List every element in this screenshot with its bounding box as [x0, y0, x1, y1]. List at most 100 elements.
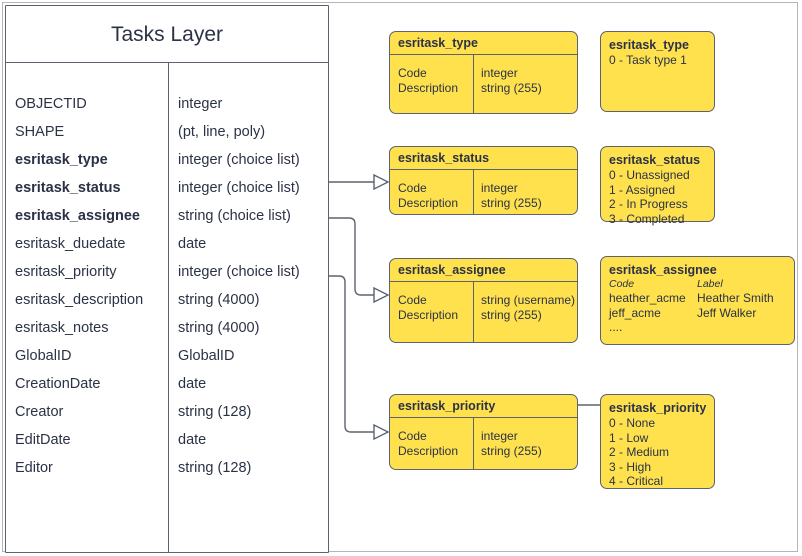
- table-types: integer string (255): [473, 181, 542, 211]
- entity-field-row: esritask_priority integer (choice list): [6, 258, 328, 286]
- field-type: integer: [178, 96, 223, 112]
- table-body: Code Description integer string (255): [390, 55, 577, 113]
- table-column-divider: [473, 55, 475, 113]
- field-name: esritask_description: [15, 292, 144, 308]
- table-row-label: Description: [398, 308, 459, 322]
- table-row-type: string (255): [481, 81, 542, 95]
- table-row-type: string (255): [481, 444, 542, 458]
- field-type: string (4000): [178, 292, 260, 308]
- table-esritask-priority: esritask_priority Code Description integ…: [389, 394, 578, 470]
- domain-value: 4 - Critical: [609, 474, 664, 488]
- domain-value: 2 - Medium: [609, 445, 670, 459]
- field-name: esritask_priority: [15, 264, 117, 280]
- field-name: GlobalID: [15, 348, 72, 364]
- table-row-type: string (255): [481, 196, 542, 210]
- domain-table-row: jeff_acme Jeff Walker: [609, 306, 774, 321]
- table-row-type: integer: [481, 429, 518, 443]
- table-column-divider: [473, 282, 475, 342]
- domain-cell-label: [697, 320, 774, 335]
- domain-esritask-type: esritask_type 0 - Task type 1: [600, 31, 715, 112]
- table-row-type: string (255): [481, 308, 542, 322]
- entity-title: Tasks Layer: [6, 6, 328, 63]
- entity-field-row: OBJECTID integer: [6, 90, 328, 118]
- table-labels: Code Description: [390, 293, 473, 323]
- field-name: esritask_type: [15, 152, 108, 168]
- table-row-type: integer: [481, 66, 518, 80]
- domain-title: esritask_assignee: [609, 263, 717, 277]
- domain-value-table: Code Label heather_acme Heather Smith je…: [609, 278, 774, 335]
- table-row-label: Description: [398, 81, 459, 95]
- domain-cell-code: heather_acme: [609, 291, 686, 305]
- table-title: esritask_status: [390, 147, 577, 170]
- table-row-type: string (username): [481, 293, 576, 307]
- field-name: Editor: [15, 460, 53, 476]
- field-name: Creator: [15, 404, 64, 420]
- entity-field-row: CreationDate date: [6, 370, 328, 398]
- table-column-divider: [473, 170, 475, 214]
- table-labels: Code Description: [390, 181, 473, 211]
- domain-cell-label: Heather Smith: [697, 291, 774, 305]
- table-body: Code Description integer string (255): [390, 418, 577, 469]
- table-title: esritask_type: [390, 32, 577, 55]
- domain-cell-code: ....: [609, 320, 623, 334]
- field-type: string (choice list): [178, 208, 291, 224]
- field-name: esritask_duedate: [15, 236, 126, 252]
- entity-body: OBJECTID integer SHAPE (pt, line, poly) …: [6, 63, 328, 552]
- entity-field-row: EditDate date: [6, 426, 328, 454]
- field-name: EditDate: [15, 432, 71, 448]
- domain-esritask-priority: esritask_priority 0 - None 1 - Low 2 - M…: [600, 394, 715, 489]
- table-esritask-type: esritask_type Code Description integer s…: [389, 31, 578, 114]
- domain-table-header-row: Code Label: [609, 278, 774, 291]
- domain-table-row: heather_acme Heather Smith: [609, 291, 774, 306]
- field-name: esritask_notes: [15, 320, 109, 336]
- table-columns: Code Description string (username) strin…: [390, 282, 577, 323]
- domain-value: 0 - Task type 1: [609, 53, 687, 67]
- domain-value: 3 - Completed: [609, 211, 685, 226]
- domain-title: esritask_type: [609, 38, 689, 52]
- domain-value: 2 - In Progress: [609, 197, 688, 211]
- table-title: esritask_priority: [390, 395, 577, 418]
- table-row-label: Description: [398, 196, 459, 210]
- entity-field-row: esritask_assignee string (choice list): [6, 202, 328, 230]
- entity-field-row: GlobalID GlobalID: [6, 342, 328, 370]
- entity-field-row: esritask_status integer (choice list): [6, 174, 328, 202]
- entity-column-divider: [168, 63, 169, 552]
- table-row-label: Code: [398, 429, 427, 443]
- table-row-label: Code: [398, 293, 427, 307]
- domain-value: 0 - Unassigned: [609, 168, 690, 182]
- entity-field-row: esritask_type integer (choice list): [6, 146, 328, 174]
- domain-header-code: Code: [609, 278, 635, 290]
- table-types: integer string (255): [473, 429, 542, 459]
- entity-field-row: esritask_duedate date: [6, 230, 328, 258]
- domain-cell-label: Jeff Walker: [697, 305, 757, 320]
- field-name: SHAPE: [15, 124, 65, 140]
- domain-header-label: Label: [697, 278, 723, 290]
- entity-field-list: OBJECTID integer SHAPE (pt, line, poly) …: [6, 63, 328, 482]
- table-row-type: integer: [481, 181, 518, 195]
- field-type: date: [178, 376, 207, 392]
- table-row-label: Description: [398, 444, 459, 458]
- field-type: date: [178, 236, 207, 252]
- field-type: string (4000): [178, 320, 260, 336]
- table-labels: Code Description: [390, 429, 473, 459]
- domain-esritask-assignee: esritask_assignee Code Label heather_acm…: [600, 256, 795, 345]
- field-name: CreationDate: [15, 376, 101, 392]
- domain-table-row: ....: [609, 320, 774, 335]
- domain-esritask-status: esritask_status 0 - Unassigned 1 - Assig…: [600, 146, 715, 226]
- field-name: OBJECTID: [15, 96, 87, 112]
- domain-cell-code: jeff_acme: [609, 305, 661, 320]
- domain-value: 0 - None: [609, 416, 656, 430]
- table-types: integer string (255): [473, 66, 542, 96]
- entity-field-row: esritask_description string (4000): [6, 286, 328, 314]
- entity-field-row: Creator string (128): [6, 398, 328, 426]
- table-labels: Code Description: [390, 66, 473, 96]
- field-type: string (128): [178, 460, 252, 476]
- table-types: string (username) string (255): [473, 293, 575, 323]
- table-row-label: Code: [398, 181, 427, 195]
- table-row-label: Code: [398, 66, 427, 80]
- table-body: Code Description string (username) strin…: [390, 282, 577, 342]
- field-type: string (128): [178, 404, 252, 420]
- field-type: integer (choice list): [178, 180, 300, 196]
- field-name: esritask_assignee: [15, 208, 140, 224]
